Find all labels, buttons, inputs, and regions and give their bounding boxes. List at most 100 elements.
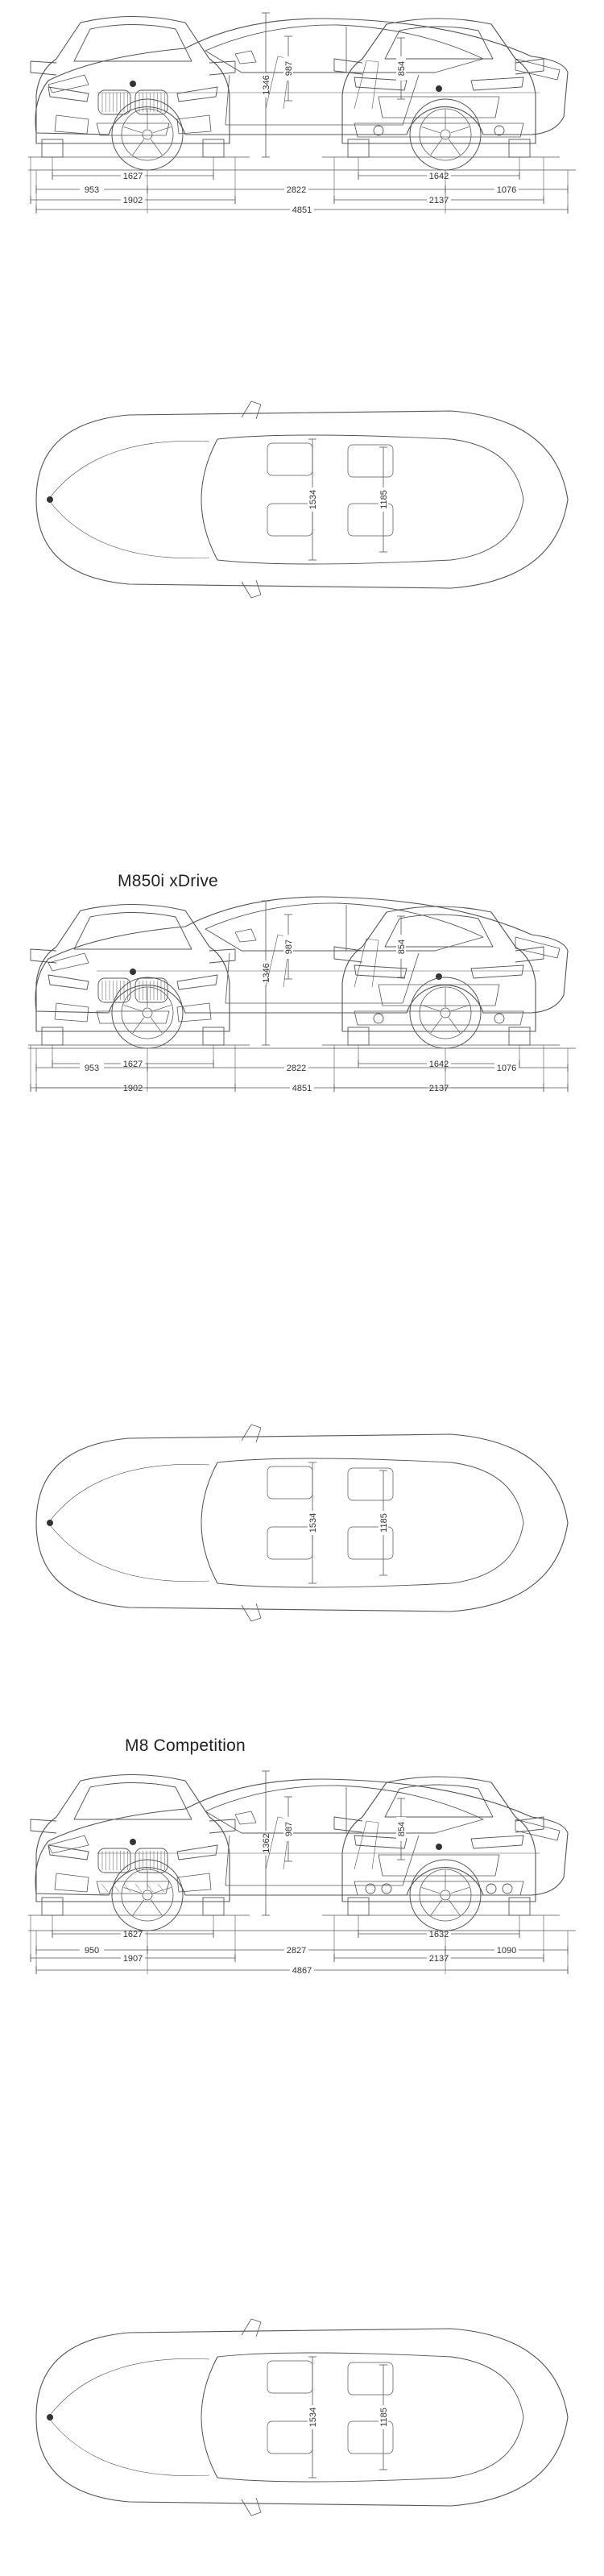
wheel-spoke xyxy=(152,1887,172,1894)
side-seat-rear xyxy=(354,938,379,988)
rear-overhang-dimension-label-bg xyxy=(494,184,519,193)
wheelbase-dimension-label-bg xyxy=(284,1944,308,1954)
side-wheel-front-hub xyxy=(142,129,153,140)
top-mirror-right xyxy=(241,2497,262,2516)
rear-tyre-right xyxy=(508,1027,531,1046)
top-cabin-outline xyxy=(201,434,524,565)
rear-taillight-left xyxy=(354,1835,407,1849)
bmw-logo-icon xyxy=(436,85,442,92)
front-width-dimension-label-bg xyxy=(121,194,145,204)
side-mirror xyxy=(234,928,257,943)
top-hood-line xyxy=(48,499,210,558)
top-windshield xyxy=(201,438,218,561)
top-hood-line xyxy=(48,1522,210,1582)
top-windshield xyxy=(201,2356,218,2479)
side-taillight xyxy=(515,58,561,81)
exhaust-pipe xyxy=(373,125,384,136)
side-window xyxy=(205,902,484,952)
shoulder-rear-dimension-label: 1185 xyxy=(379,490,389,509)
wheel-spoke xyxy=(450,127,470,134)
rear-taillight-right xyxy=(470,1835,524,1849)
front-body-outline xyxy=(35,903,230,1032)
wheelbase-dimension-label: 2822 xyxy=(287,1064,306,1073)
front-tyre-left xyxy=(41,1027,64,1046)
front-mirror-right xyxy=(209,60,236,76)
rear-plate-area xyxy=(378,1854,500,1877)
rear-overhang-dimension-label-bg xyxy=(494,1944,519,1954)
length-dimension-label: 4851 xyxy=(292,205,312,215)
top-cabin-outline xyxy=(201,2352,524,2483)
headroom-rear-dimension-label: 854 xyxy=(397,61,407,76)
side-seat-rear xyxy=(354,60,379,110)
top-hood-line xyxy=(48,2416,210,2476)
top-mirror-left xyxy=(241,2318,262,2337)
height-dimension-label: 1362 xyxy=(262,1833,271,1852)
shoulder-rear-dimension-label-bg xyxy=(379,2405,388,2429)
top-seat xyxy=(347,1526,394,1560)
wheel-spoke xyxy=(430,1017,443,1034)
wheel-spoke xyxy=(123,1005,143,1012)
top-hood-line xyxy=(48,441,210,500)
top-seat xyxy=(267,1466,313,1500)
rear-diffuser xyxy=(354,1010,524,1026)
bmw-logo-icon xyxy=(47,2414,53,2420)
wheel-spoke xyxy=(150,139,163,156)
front-headlight-left xyxy=(48,1844,89,1860)
rear-width-dimension-label: 2137 xyxy=(429,196,449,205)
headroom-front-dimension-label: 987 xyxy=(284,1822,294,1836)
bmw-logo-icon xyxy=(130,81,136,87)
rear-taillight-left xyxy=(354,77,407,91)
exhaust-pipe xyxy=(494,1013,505,1024)
wheelbase-dimension-label-bg xyxy=(284,184,308,193)
intake-mesh xyxy=(123,1883,131,1893)
front-overhang-dimension-label: 953 xyxy=(85,1064,99,1073)
top-seat xyxy=(347,2362,394,2396)
side-wheel-rear-hub xyxy=(440,129,451,140)
rear-mirror-right xyxy=(515,1816,544,1833)
front-tyre-right xyxy=(202,1027,225,1046)
side-door-line xyxy=(225,952,420,1004)
wheel-spoke xyxy=(152,127,172,134)
rear-width-dimension-label-bg xyxy=(427,1082,451,1092)
bmw-logo-icon xyxy=(130,969,136,975)
top-seat xyxy=(347,444,394,478)
wheel-spoke xyxy=(450,1005,470,1012)
rear-window xyxy=(384,26,494,60)
intake-mesh xyxy=(157,1883,165,1893)
front-intake-center xyxy=(96,1010,170,1024)
wheel-spoke xyxy=(123,1887,143,1894)
wheel-spoke xyxy=(152,1005,172,1012)
exhaust-pipe xyxy=(486,1883,497,1894)
front-width-dimension-label: 1902 xyxy=(123,1084,143,1093)
front-mirror-left xyxy=(30,1819,57,1834)
side-wheel-front-rim xyxy=(121,1869,174,1922)
height-dimension-label-bg xyxy=(261,73,271,97)
front-windshield xyxy=(73,912,192,950)
shoulder-rear-dimension-label: 1185 xyxy=(379,2408,389,2427)
wheelbase-dimension-label: 2827 xyxy=(287,1946,306,1956)
side-body-outline xyxy=(35,896,569,1014)
rear-tyre-right xyxy=(508,139,531,158)
headroom-rear-dimension-label-bg xyxy=(396,1817,406,1841)
bmw-logo-icon xyxy=(47,1520,53,1526)
top-hood-line xyxy=(48,2358,210,2418)
top-seat xyxy=(267,503,313,537)
side-wheel-rear-rim xyxy=(419,1869,472,1922)
rear-body-outline xyxy=(341,1776,536,1902)
front-intake-right xyxy=(176,114,212,135)
headroom-rear-dimension-label: 854 xyxy=(397,1822,407,1836)
wheel-spoke xyxy=(132,139,145,156)
side-wheel-rear-hub xyxy=(440,1007,451,1018)
shoulder-rear-dimension-label-bg xyxy=(379,487,388,512)
wheel-spoke xyxy=(430,1899,443,1916)
intake-mesh xyxy=(134,1883,143,1893)
rear-plate-area xyxy=(378,96,500,118)
front-overhang-dimension-label-bg xyxy=(80,184,104,193)
wheel-spoke xyxy=(430,139,443,156)
side-headlight xyxy=(48,1835,89,1854)
top-body-outline xyxy=(35,1433,569,1612)
height-dimension-label-bg xyxy=(261,960,271,985)
side-wheel-front-rim xyxy=(121,108,174,161)
